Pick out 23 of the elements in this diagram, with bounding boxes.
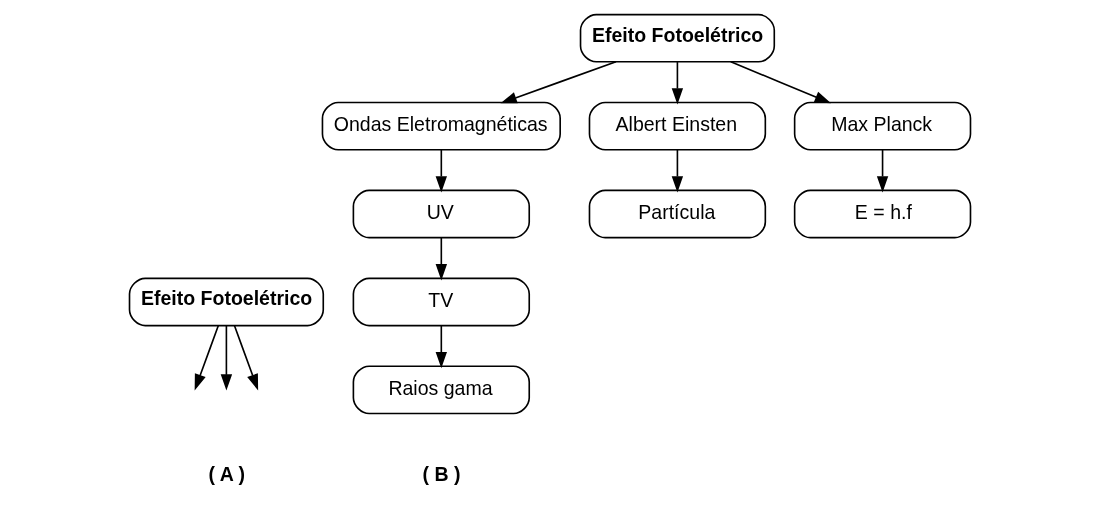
arrow bbox=[435, 237, 448, 281]
node-box: Raios gama bbox=[352, 365, 531, 415]
arrow bbox=[729, 61, 832, 104]
arrow bbox=[671, 61, 684, 105]
node-box: Albert Einsten bbox=[588, 101, 767, 151]
arrow bbox=[435, 149, 448, 193]
arrow bbox=[435, 325, 448, 369]
node-box: Efeito Fotoelétrico bbox=[128, 277, 325, 327]
node-box: Ondas Eletromagnéticas bbox=[321, 101, 561, 151]
arrow bbox=[233, 325, 259, 391]
node-box: TV bbox=[352, 277, 531, 327]
arrow bbox=[671, 149, 684, 193]
node-box: Efeito Fotoelétrico bbox=[579, 13, 776, 63]
arrow bbox=[500, 61, 617, 104]
label: ( B ) bbox=[422, 463, 461, 486]
node-box: Max Planck bbox=[793, 101, 972, 151]
label: ( A ) bbox=[208, 463, 245, 486]
arrow bbox=[220, 325, 233, 391]
node-box: UV bbox=[352, 189, 531, 239]
arrow bbox=[876, 149, 889, 193]
arrow bbox=[194, 325, 220, 391]
node-box: Partícula bbox=[588, 189, 767, 239]
node-box: E = h.f bbox=[793, 189, 972, 239]
